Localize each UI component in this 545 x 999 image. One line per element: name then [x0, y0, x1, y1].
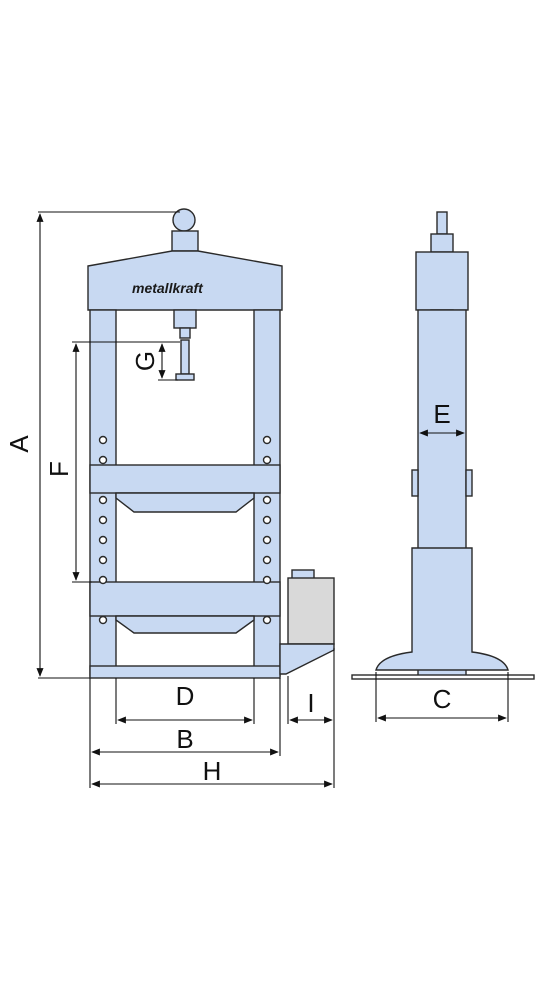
front-view: [87, 208, 335, 679]
hole: [98, 515, 108, 525]
side-bracket-right: [465, 469, 473, 497]
frame-base: [89, 665, 281, 679]
hole: [262, 615, 272, 625]
side-bracket-left: [411, 469, 419, 497]
hole: [262, 575, 272, 585]
cylinder-top-block: [171, 230, 199, 252]
brand-logo: metallkraft: [132, 280, 204, 296]
upper-bolster: [115, 492, 255, 513]
hole: [262, 435, 272, 445]
hole: [98, 615, 108, 625]
lower-bolster: [115, 615, 255, 634]
side-cylinder-stem: [436, 211, 448, 235]
upper-crossbar: [89, 464, 281, 494]
hole: [262, 455, 272, 465]
dim-label-b: B: [176, 724, 193, 754]
hole: [98, 495, 108, 505]
hole: [98, 535, 108, 545]
dim-label-c: C: [433, 684, 452, 714]
dim-label-f: F: [44, 461, 74, 477]
ram-piston: [179, 327, 191, 339]
ram-rod: [180, 339, 190, 375]
dim-label-i: I: [307, 688, 314, 718]
dim-label-e: E: [433, 399, 450, 429]
side-view: [351, 211, 535, 680]
dim-label-g: G: [130, 351, 160, 371]
hole: [98, 575, 108, 585]
pump-housing: [287, 577, 335, 645]
ram-block: [173, 309, 197, 329]
hole: [262, 515, 272, 525]
dim-label-h: H: [203, 756, 222, 786]
hole: [98, 555, 108, 565]
dim-label-a: A: [4, 435, 34, 453]
lower-crossbar: [89, 581, 281, 617]
hole: [262, 495, 272, 505]
side-cylinder-cap: [430, 233, 454, 253]
dimension-lines: [36, 211, 509, 788]
side-base-plate: [351, 674, 535, 680]
ram-tip: [175, 373, 195, 381]
hole: [262, 535, 272, 545]
hole: [98, 455, 108, 465]
side-foot: [375, 547, 509, 671]
dim-label-d: D: [176, 681, 195, 711]
hole: [262, 555, 272, 565]
hole: [98, 435, 108, 445]
side-head: [415, 251, 469, 311]
pump-bracket: [279, 643, 335, 675]
frame-crown: [87, 250, 283, 311]
